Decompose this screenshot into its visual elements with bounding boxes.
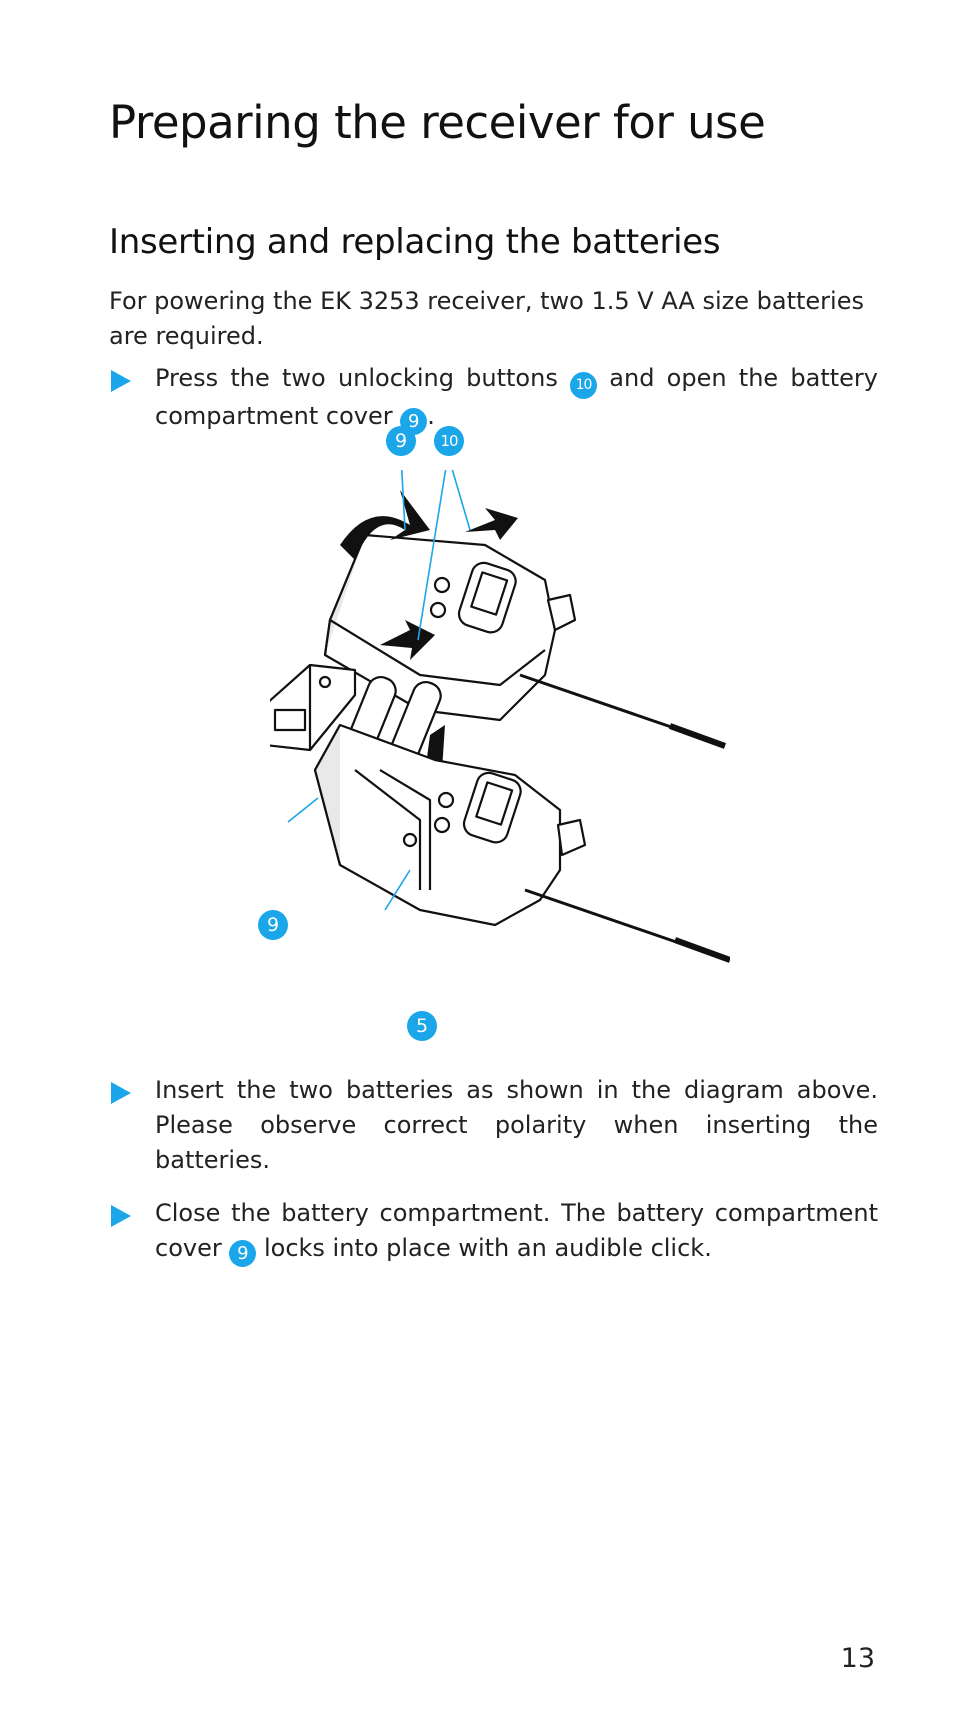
section-heading: Inserting and replacing the batteries	[109, 222, 721, 262]
callout-9-icon: 9	[386, 426, 416, 456]
instruction-step: Insert the two batteries as shown in the…	[109, 1073, 878, 1178]
instruction-text: Press the two unlocking buttons 10 and o…	[155, 361, 878, 435]
reference-badge: 10	[570, 372, 598, 399]
instruction-step: Close the battery compartment. The batte…	[109, 1196, 878, 1267]
reference-badge: 9	[229, 1240, 257, 1267]
instruction-text-part: locks into place with an audible click.	[256, 1234, 712, 1262]
bullet-arrow-icon	[111, 370, 131, 392]
page-title: Preparing the receiver for use	[109, 96, 766, 149]
instruction-text-part: Close the battery compartment. The batte…	[155, 1199, 878, 1262]
page-number: 13	[840, 1643, 875, 1674]
instruction-text: Insert the two batteries as shown in the…	[155, 1076, 878, 1174]
instruction-text-part: and open the battery compartment cover	[155, 364, 879, 430]
battery-diagram: 9 10 9 5	[258, 426, 730, 1060]
instruction-text: Close the battery compartment. The batte…	[155, 1196, 878, 1267]
intro-paragraph: For powering the EK 3253 receiver, two 1…	[109, 287, 864, 350]
bullet-arrow-icon	[111, 1205, 131, 1227]
callout-10-icon: 10	[434, 426, 464, 456]
instruction-text-part: .	[427, 402, 435, 430]
receiver-illustration	[270, 470, 730, 963]
callout-5-icon: 5	[407, 1011, 437, 1041]
callout-9-icon: 9	[258, 910, 288, 940]
instruction-step: Press the two unlocking buttons 10 and o…	[109, 361, 878, 435]
instruction-text-part: Press the two unlocking buttons	[155, 364, 571, 392]
bullet-arrow-icon	[111, 1082, 131, 1104]
